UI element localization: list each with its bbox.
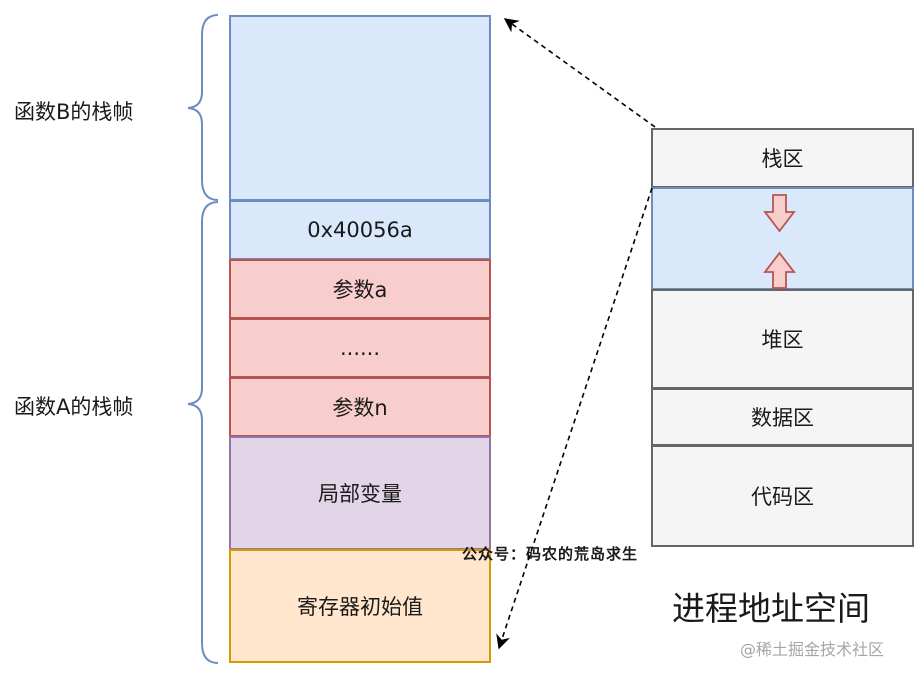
address-space-title: 进程地址空间 bbox=[672, 589, 870, 628]
wechat-watermark: 公众号：码农的荒岛求生 bbox=[462, 545, 639, 563]
data-area-text: 数据区 bbox=[751, 406, 814, 430]
code-area-cell: 代码区 bbox=[651, 445, 914, 547]
juejin-watermark: @稀土掘金技术社区 bbox=[740, 640, 885, 659]
param-n-text: 参数n bbox=[332, 396, 388, 420]
heap-area-cell: 堆区 bbox=[651, 289, 914, 389]
free-gap-cell bbox=[651, 187, 914, 290]
return-address-text: 0x40056a bbox=[307, 218, 413, 242]
frame-a-brace bbox=[187, 201, 219, 664]
return-address-cell: 0x40056a bbox=[229, 200, 491, 260]
code-area-text: 代码区 bbox=[751, 485, 814, 509]
stack-area-text: 栈区 bbox=[761, 147, 804, 171]
ellipsis-text: ...... bbox=[339, 336, 381, 360]
heap-area-text: 堆区 bbox=[761, 328, 804, 352]
ellipsis-cell: ...... bbox=[229, 318, 491, 378]
locals-cell: 局部变量 bbox=[229, 436, 491, 550]
frame-b-block bbox=[229, 15, 491, 201]
dashed-arrow-top bbox=[503, 18, 656, 128]
param-n-cell: 参数n bbox=[229, 377, 491, 437]
data-area-cell: 数据区 bbox=[651, 388, 914, 446]
saved-registers-text: 寄存器初始值 bbox=[297, 595, 423, 619]
frame-b-brace bbox=[187, 14, 219, 201]
frame-b-label: 函数B的栈帧 bbox=[14, 100, 134, 124]
locals-text: 局部变量 bbox=[318, 482, 402, 506]
saved-registers-cell: 寄存器初始值 bbox=[229, 549, 491, 663]
param-a-text: 参数a bbox=[332, 278, 388, 302]
stack-area-cell: 栈区 bbox=[651, 128, 914, 188]
frame-a-label: 函数A的栈帧 bbox=[14, 395, 134, 419]
dashed-arrow-bottom bbox=[496, 187, 653, 650]
param-a-cell: 参数a bbox=[229, 259, 491, 319]
